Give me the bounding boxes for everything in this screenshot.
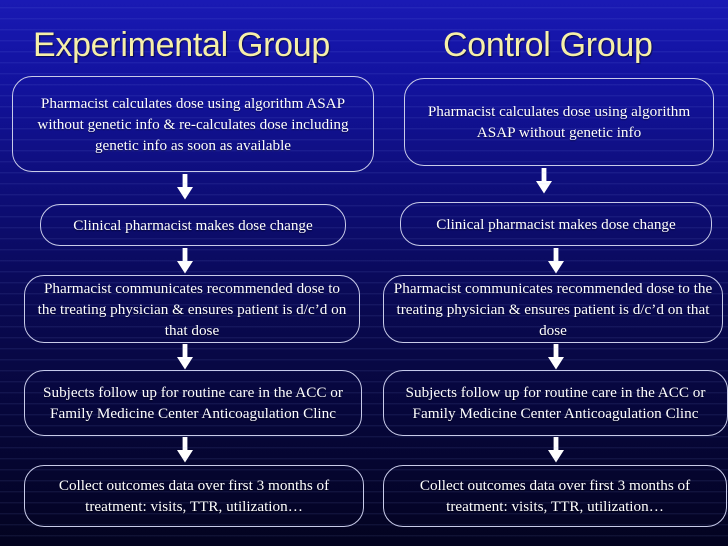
flow-node-control-2: Clinical pharmacist makes dose change (400, 202, 712, 246)
arrow-down-icon (176, 248, 194, 274)
arrow-down-icon (547, 344, 565, 370)
arrow-down-icon (176, 344, 194, 370)
arrow-down-icon (176, 437, 194, 463)
flow-node-experimental-1: Pharmacist calculates dose using algorit… (12, 76, 374, 172)
flow-node-label: Subjects follow up for routine care in t… (405, 384, 706, 422)
flow-node-label: Clinical pharmacist makes dose change (73, 216, 313, 234)
flow-node-label: Pharmacist communicates recommended dose… (37, 279, 347, 339)
arrow-down-icon (176, 174, 194, 200)
arrow-down-icon (535, 168, 553, 194)
arrow-down-icon (547, 248, 565, 274)
flow-node-experimental-4: Subjects follow up for routine care in t… (24, 370, 362, 436)
flow-node-label: Pharmacist calculates dose using algorit… (427, 103, 691, 141)
flow-node-experimental-5: Collect outcomes data over first 3 month… (24, 465, 364, 527)
flow-node-label: Clinical pharmacist makes dose change (436, 215, 676, 233)
flow-node-experimental-3: Pharmacist communicates recommended dose… (24, 275, 360, 343)
flow-node-label: Collect outcomes data over first 3 month… (419, 477, 691, 515)
flow-node-label: Collect outcomes data over first 3 month… (58, 477, 330, 515)
flow-node-control-1: Pharmacist calculates dose using algorit… (404, 78, 714, 166)
flow-node-control-5: Collect outcomes data over first 3 month… (383, 465, 727, 527)
column-title-control: Control Group (443, 26, 653, 64)
flow-node-experimental-2: Clinical pharmacist makes dose change (40, 204, 346, 246)
flow-node-control-4: Subjects follow up for routine care in t… (383, 370, 728, 436)
flow-node-label: Pharmacist calculates dose using algorit… (37, 94, 349, 154)
arrow-down-icon (547, 437, 565, 463)
flow-node-control-3: Pharmacist communicates recommended dose… (383, 275, 723, 343)
column-title-experimental: Experimental Group (33, 26, 330, 64)
flow-node-label: Subjects follow up for routine care in t… (43, 384, 343, 422)
flow-node-label: Pharmacist communicates recommended dose… (393, 279, 713, 339)
